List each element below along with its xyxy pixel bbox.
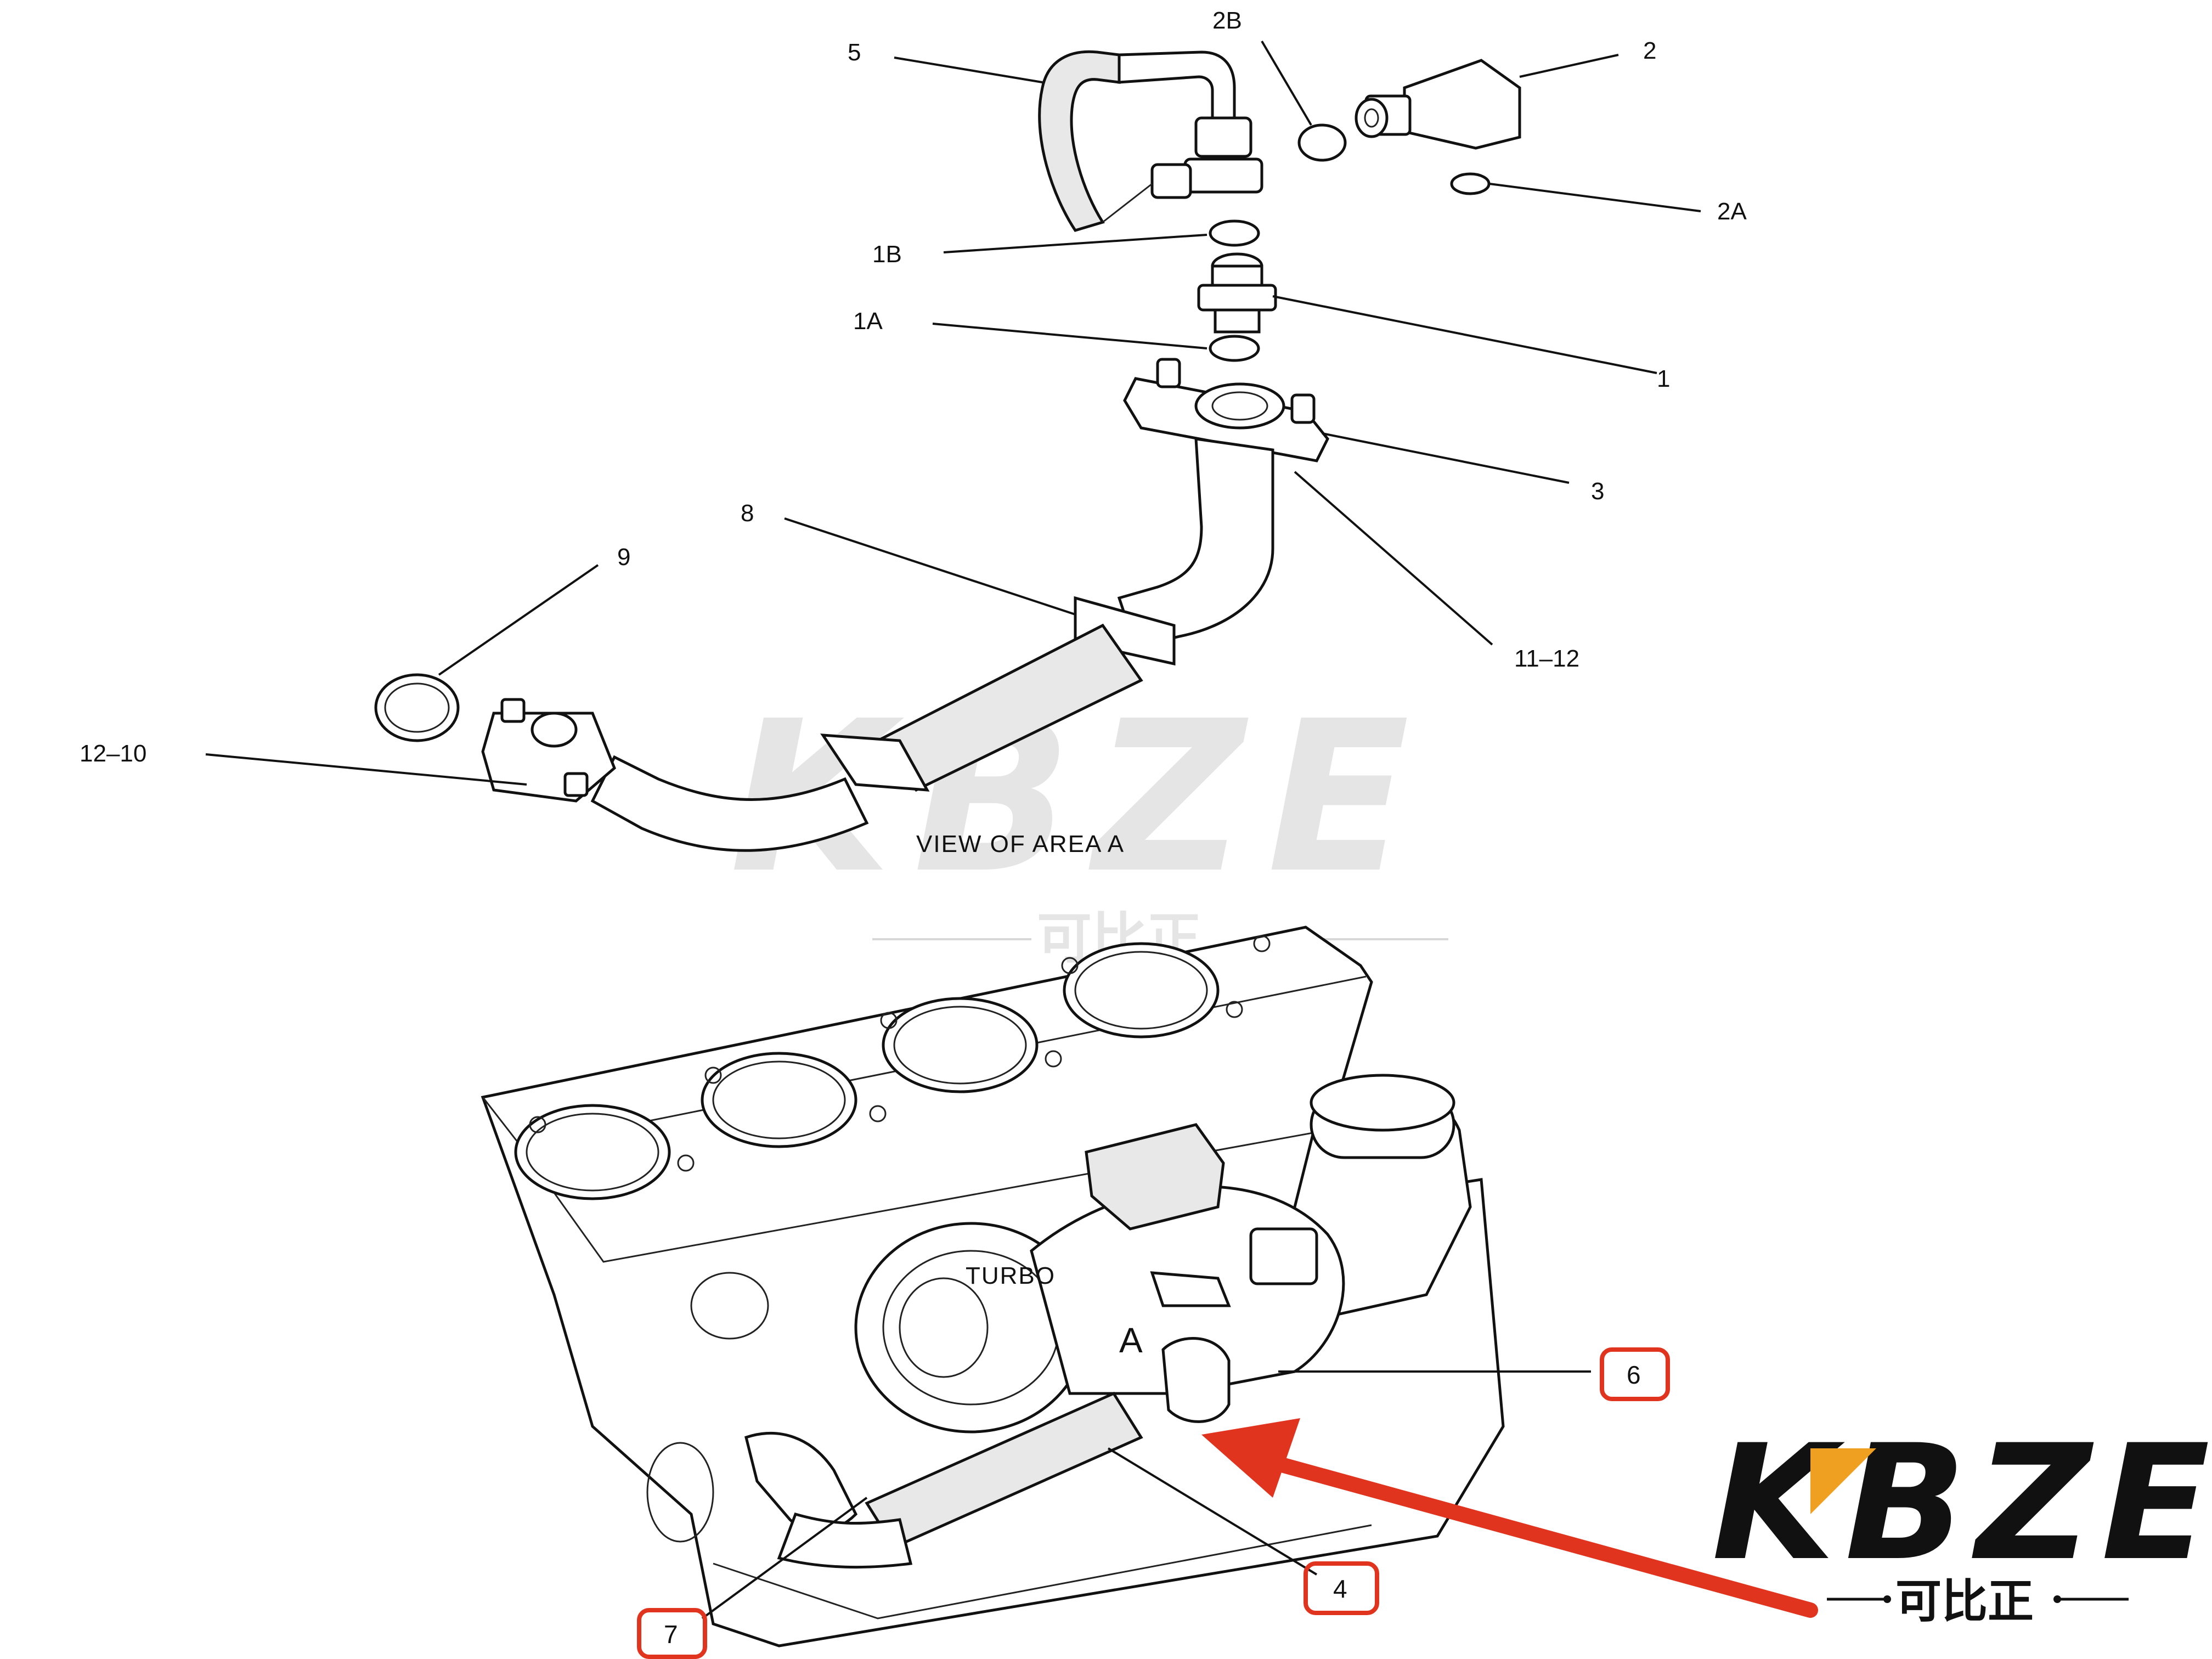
boxed-callout-6: 6 (1627, 1361, 1641, 1389)
callout-11-12: 11–12 (1514, 645, 1579, 672)
callout-1B: 1B (872, 241, 902, 268)
callout-9: 9 (617, 544, 630, 571)
callout-12-10: 12–10 (80, 740, 146, 767)
logo-subtext: 可比正 (1895, 1575, 2034, 1628)
red-arrow (1201, 1418, 1818, 1618)
washer-2A (1450, 172, 1491, 195)
callout-2A: 2A (1717, 198, 1747, 225)
view-caption: VIEW OF AREA A (916, 831, 1125, 857)
callout-2B: 2B (1212, 7, 1242, 34)
area-a-marker: A (1119, 1321, 1144, 1360)
leader-lines (205, 40, 1701, 786)
tube-assembly (481, 358, 1329, 852)
highlight-box-6 (1600, 1347, 1670, 1401)
lower-leader-lines (701, 1370, 1591, 1620)
washer-1B (1209, 219, 1260, 247)
washer-1A (1209, 335, 1260, 362)
boxed-callout-4: 4 (1333, 1575, 1347, 1603)
brand-logo: KBZE 可比正 (1712, 1411, 2212, 1628)
callout-5: 5 (848, 39, 861, 66)
highlight-box-7 (637, 1608, 707, 1659)
callout-8: 8 (741, 500, 754, 527)
turbo-label: TURBO (966, 1262, 1056, 1289)
hose-5-shape (1038, 50, 1121, 232)
callout-1A: 1A (853, 308, 883, 335)
callouts: 5 2B 2 2A 1B 1A 1 3 8 9 11–12 12–10 (80, 7, 1747, 767)
exploded-view (374, 50, 1521, 852)
adapter-1 (1197, 252, 1277, 334)
nut-5-side (1150, 163, 1192, 199)
callout-1: 1 (1657, 365, 1670, 392)
nut-5-top (1194, 116, 1252, 158)
callout-3: 3 (1591, 478, 1604, 505)
logo-text: KBZE (1712, 1411, 2212, 1596)
highlight-box-4 (1304, 1561, 1379, 1615)
arrow-head (1201, 1418, 1300, 1498)
oring-9 (374, 673, 460, 742)
logo-accent-shape (1810, 1448, 1876, 1514)
arrow-shaft (1254, 1452, 1818, 1618)
tee-fitting (1183, 157, 1263, 194)
callout-2: 2 (1643, 37, 1656, 64)
boxed-callout-7: 7 (664, 1620, 678, 1649)
oring-2B (1297, 123, 1347, 162)
sensor-2 (1355, 59, 1521, 150)
turbocharger (744, 1074, 1472, 1569)
tube-5-shape (1118, 50, 1236, 122)
boxed-callouts: 6 4 7 (637, 1347, 1670, 1659)
